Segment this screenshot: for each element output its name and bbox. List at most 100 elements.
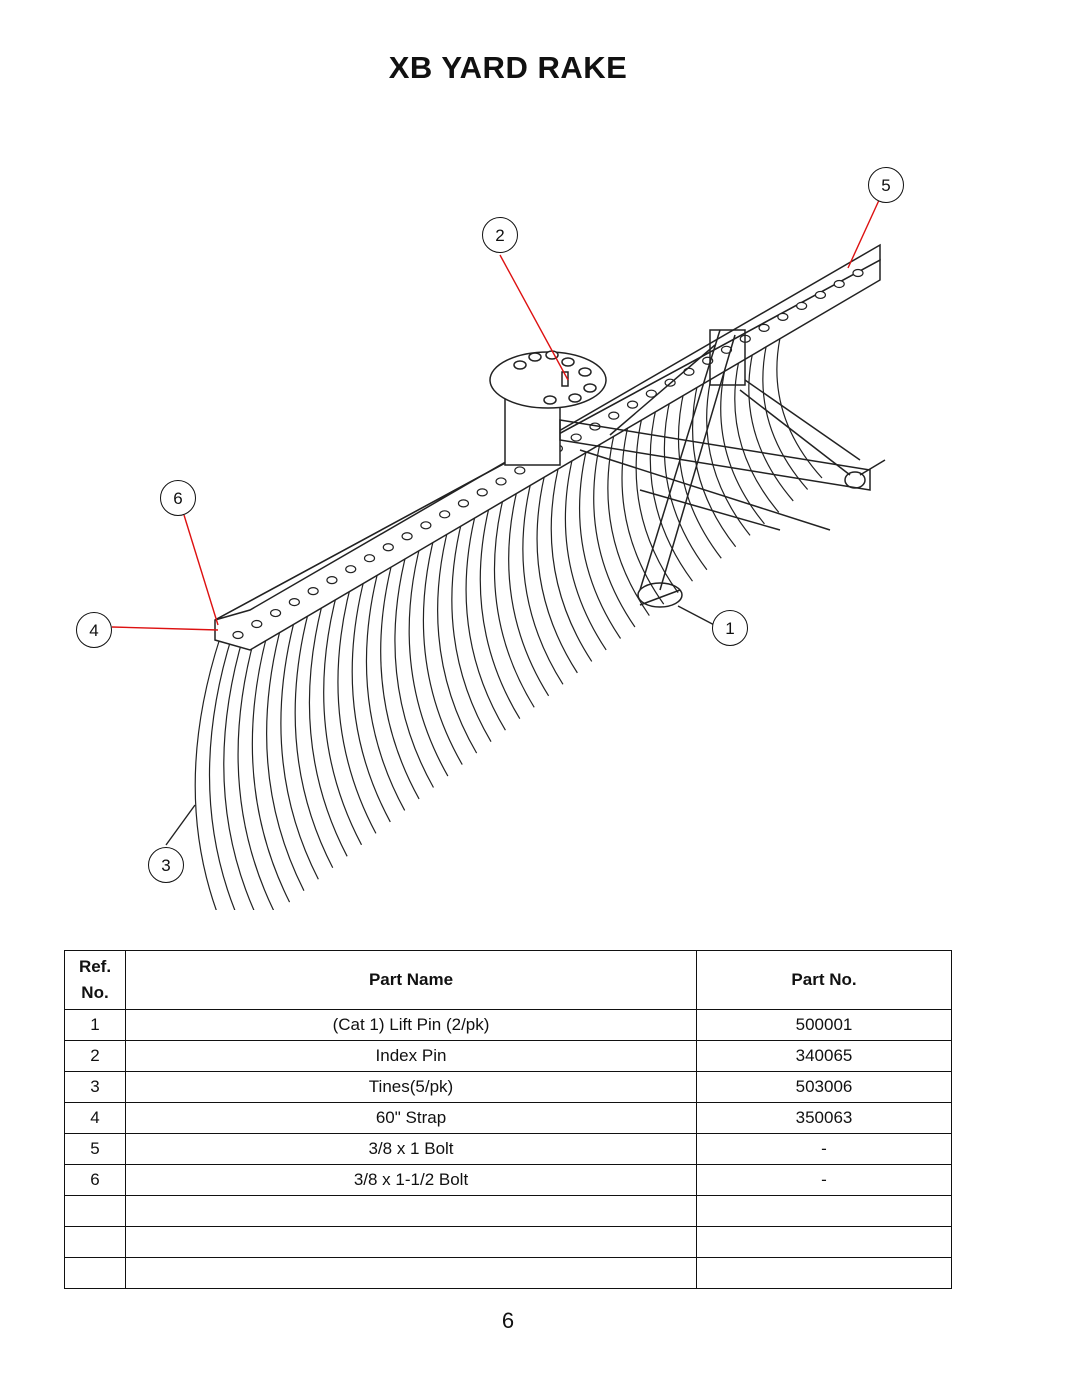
a-frame-hitch xyxy=(559,329,886,608)
bar-hole xyxy=(645,389,657,398)
tine-line xyxy=(465,498,506,731)
bar-hole xyxy=(608,411,620,420)
ref-cell: 2 xyxy=(64,1040,126,1072)
page-number: 6 xyxy=(501,1308,515,1333)
bar-hole xyxy=(683,367,695,376)
callout-1: 1 xyxy=(712,610,748,646)
tine-line xyxy=(564,447,607,651)
part-no-cell xyxy=(696,1195,952,1227)
part-name-cell: 3/8 x 1-1/2 Bolt xyxy=(125,1164,697,1196)
ref-cell: 6 xyxy=(64,1164,126,1196)
bar-hole xyxy=(476,488,488,497)
tine-line xyxy=(720,367,765,525)
bar-hole xyxy=(307,587,319,596)
ref-cell: 1 xyxy=(64,1009,126,1041)
bar-hole xyxy=(833,279,845,289)
callout-4: 4 xyxy=(76,612,112,648)
tine-line xyxy=(294,586,334,869)
ref-cell xyxy=(64,1257,126,1289)
part-name-cell xyxy=(125,1195,697,1227)
tine-line xyxy=(508,476,550,697)
callout-2: 2 xyxy=(482,217,518,253)
table-row xyxy=(64,1257,952,1289)
bar-hole xyxy=(363,554,376,563)
tine-line xyxy=(776,337,823,479)
bar-hole xyxy=(439,510,451,519)
bar-hole xyxy=(796,301,808,311)
tine-line xyxy=(550,454,593,662)
bar-hole xyxy=(814,290,827,300)
table-row: 1(Cat 1) Lift Pin (2/pk)500001 xyxy=(64,1009,952,1041)
bar-hole xyxy=(269,608,282,618)
tine-line xyxy=(308,579,348,857)
tine-line xyxy=(337,564,377,834)
tine-line xyxy=(437,513,478,754)
bar-hole xyxy=(232,630,244,640)
part-no-cell: 500001 xyxy=(696,1009,952,1041)
callout-3: 3 xyxy=(148,847,184,883)
tine-line xyxy=(208,630,236,910)
part-no-cell xyxy=(696,1226,952,1258)
tine-line xyxy=(578,440,622,639)
tine-line xyxy=(408,528,449,777)
part-no-header: Part No. xyxy=(696,950,952,1010)
tine-line xyxy=(649,403,693,582)
table-row xyxy=(64,1226,952,1258)
bar-hole xyxy=(420,521,432,530)
yard-rake-diagram xyxy=(111,197,886,910)
table-header-row: Ref. No. Part Name Part No. xyxy=(64,950,952,1010)
tine-line xyxy=(451,506,492,742)
bar-hole xyxy=(345,565,357,574)
part-name-cell: 3/8 x 1 Bolt xyxy=(125,1133,697,1165)
part-no-cell: 340065 xyxy=(696,1040,952,1072)
bar-hole xyxy=(326,576,338,585)
tine-line xyxy=(607,425,650,616)
callout-5: 5 xyxy=(868,167,904,203)
bar-hole xyxy=(852,268,864,278)
tine-line xyxy=(762,345,809,490)
bar-hole xyxy=(382,543,394,552)
part-no-cell: - xyxy=(696,1133,952,1165)
bar-hole xyxy=(495,477,507,486)
part-name-cell: Index Pin xyxy=(125,1040,697,1072)
tine-line xyxy=(748,352,794,502)
tine-line xyxy=(493,484,535,708)
tine-line xyxy=(323,571,363,846)
part-no-cell: 350063 xyxy=(696,1102,952,1134)
table-row xyxy=(64,1195,952,1227)
tine-line xyxy=(365,550,406,811)
swivel-assembly xyxy=(489,350,607,466)
bar-hole xyxy=(626,400,639,409)
tine-line xyxy=(237,615,275,910)
bar-hole xyxy=(777,312,789,321)
callout-6: 6 xyxy=(160,480,196,516)
tine-line xyxy=(734,359,780,513)
bar-hole xyxy=(514,466,526,475)
bar-hole xyxy=(758,323,770,332)
tine-line xyxy=(692,381,737,548)
ref-cell: 4 xyxy=(64,1102,126,1134)
bar-hole xyxy=(401,532,413,541)
tine-line xyxy=(351,557,391,823)
part-name-cell: (Cat 1) Lift Pin (2/pk) xyxy=(125,1009,697,1041)
part-name-cell: Tines(5/pk) xyxy=(125,1071,697,1103)
page-title: XB YARD RAKE xyxy=(388,50,628,85)
tine-line xyxy=(522,469,564,685)
ref-header-line2: No. xyxy=(81,983,109,1002)
ref-header-line1: Ref. xyxy=(78,957,112,976)
ref-cell: 3 xyxy=(64,1071,126,1103)
bar-hole xyxy=(570,433,582,442)
rake-tines xyxy=(194,337,823,910)
ref-cell: 5 xyxy=(64,1133,126,1165)
tine-line xyxy=(223,623,255,910)
tine-line xyxy=(380,542,420,800)
part-name-cell: 60" Strap xyxy=(125,1102,697,1134)
tine-line xyxy=(663,396,708,571)
tine-line xyxy=(593,432,636,628)
part-no-cell: - xyxy=(696,1164,952,1196)
